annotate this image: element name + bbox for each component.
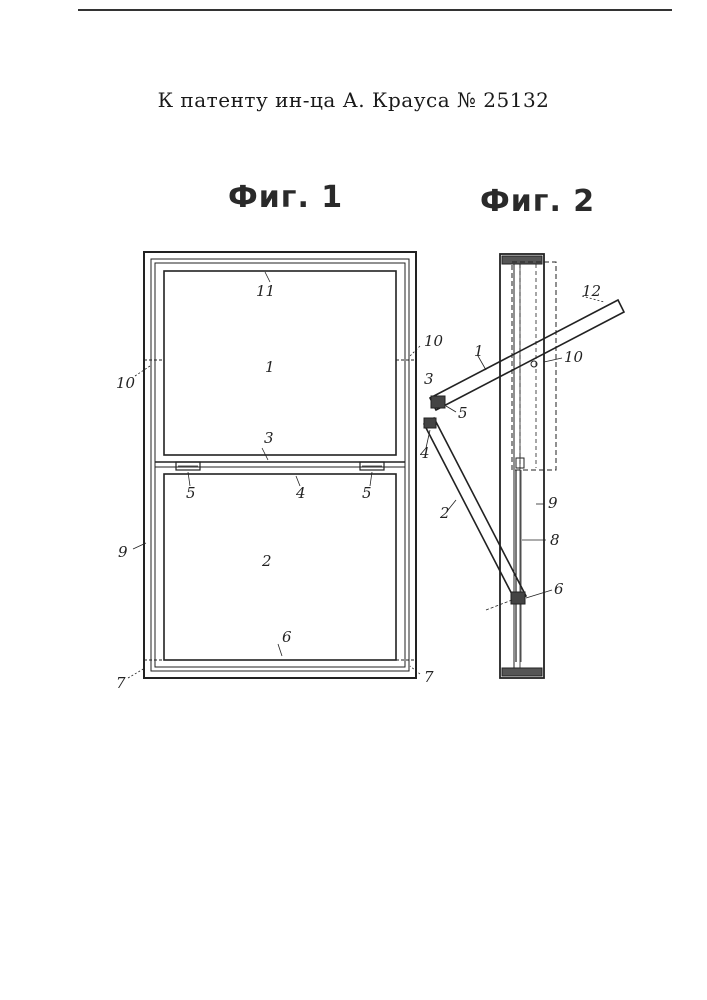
inner-frame-line-a <box>151 259 409 671</box>
fig2-label-1: 1 <box>474 342 484 360</box>
fig1-label-11: 11 <box>256 282 275 300</box>
hinge-section-4 <box>424 418 436 428</box>
figure-2-labels: 12 1 10 3 5 4 9 2 8 6 <box>419 282 601 598</box>
fig2-label-12: 12 <box>582 282 601 300</box>
fig1-label-2: 2 <box>261 552 272 570</box>
side-frame-jamb <box>500 254 544 678</box>
fig2-label-10: 10 <box>564 348 584 366</box>
fig2-label-5: 5 <box>458 404 468 422</box>
roller-section-6 <box>511 592 525 604</box>
sill-section-hatched <box>502 668 542 676</box>
head-section-hatched <box>502 256 542 264</box>
fig1-label-7-left: 7 <box>116 674 126 692</box>
figure-1-drawing <box>128 252 420 678</box>
figure-2-drawing <box>424 254 624 678</box>
fig1-label-4: 4 <box>295 484 306 502</box>
fig2-label-2: 2 <box>439 504 450 522</box>
fig1-label-9: 9 <box>118 543 128 561</box>
fig2-label-8: 8 <box>550 531 560 549</box>
fig1-label-1: 1 <box>265 358 275 376</box>
fig1-label-5-left: 5 <box>186 484 196 502</box>
fig1-label-6: 6 <box>282 628 292 646</box>
fig1-label-3: 3 <box>264 429 274 447</box>
fig2-label-4: 4 <box>419 444 430 462</box>
upper-sash <box>164 271 396 455</box>
fig1-label-7-right: 7 <box>424 668 434 686</box>
hinge-section-3 <box>431 396 445 408</box>
outer-frame <box>144 252 416 678</box>
fig1-label-5-right: 5 <box>362 484 372 502</box>
fig1-label-10-left: 10 <box>116 374 136 392</box>
fig1-label-10-right: 10 <box>424 332 444 350</box>
fig2-label-6: 6 <box>554 580 564 598</box>
inner-frame-line-b <box>155 263 405 667</box>
upper-sash-tilted <box>430 300 624 410</box>
closed-sash-outline <box>512 262 556 470</box>
fig2-label-9: 9 <box>548 494 558 512</box>
fig2-label-3: 3 <box>424 370 434 388</box>
figure-1-labels: 11 1 10 10 3 4 5 5 9 2 6 7 7 <box>116 282 444 692</box>
